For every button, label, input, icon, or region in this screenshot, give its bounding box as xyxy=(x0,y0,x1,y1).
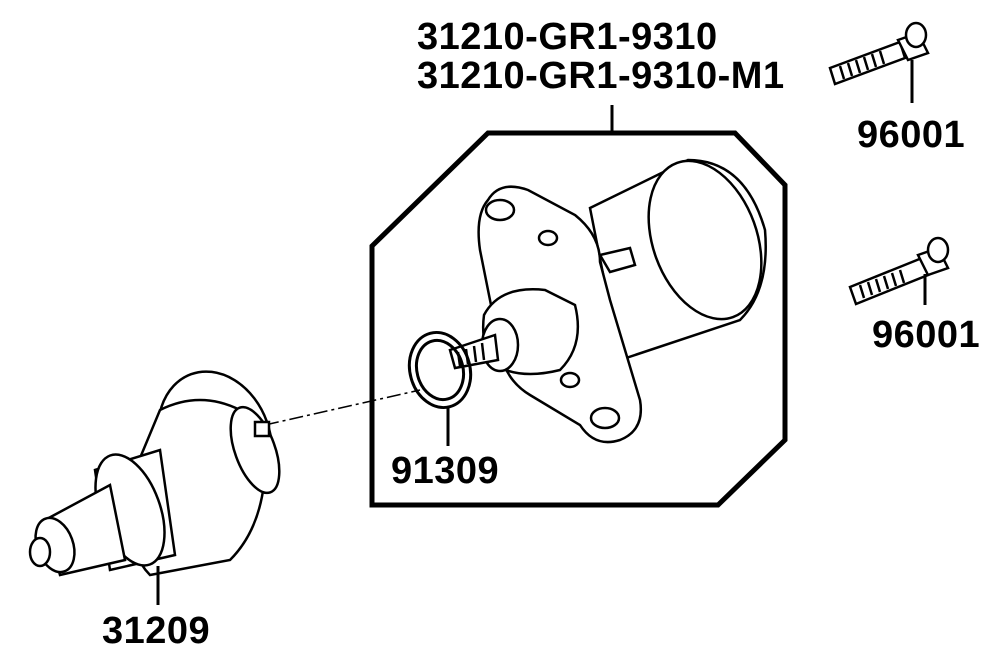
starter-clutch-illustration xyxy=(28,370,281,577)
bolt-lower-illustration xyxy=(848,236,950,306)
assembly-outline xyxy=(369,130,788,508)
starter-motor-part-number: 31210-GR1-9310 xyxy=(417,16,718,58)
o-ring-illustration xyxy=(407,330,473,410)
bolt-upper-part-number: 96001 xyxy=(857,114,966,156)
starter-motor-illustration xyxy=(448,158,767,444)
starter-clutch-part-number: 31209 xyxy=(102,610,211,652)
bolt-upper-illustration xyxy=(828,21,930,86)
assembly-axis xyxy=(264,389,421,426)
starter-motor-alt-part-number: 31210-GR1-9310-M1 xyxy=(417,55,785,97)
o-ring-part-number: 91309 xyxy=(391,450,500,492)
bolt-lower-part-number: 96001 xyxy=(872,314,981,356)
